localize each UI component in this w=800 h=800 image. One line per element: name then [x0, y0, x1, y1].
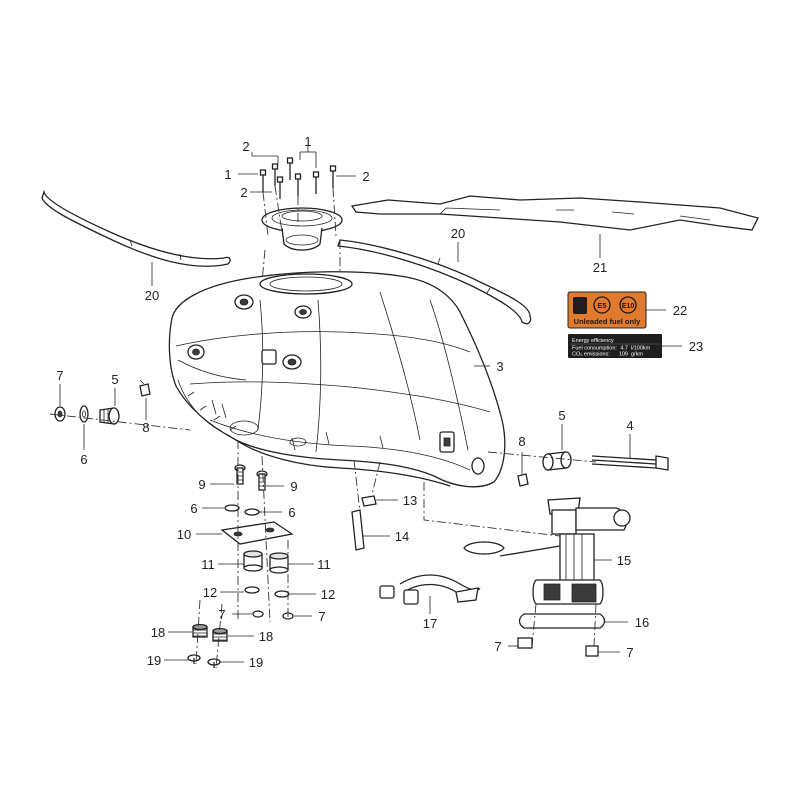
fuel-pump-icon: [573, 297, 587, 314]
callout-6: 6: [190, 501, 197, 516]
callout-3: 3: [496, 359, 503, 374]
fuel-label-sticker: E5 E10 Unleaded fuel only: [567, 291, 647, 329]
callout-11: 11: [317, 557, 331, 572]
fuel-label-caption: Unleaded fuel only: [574, 317, 642, 326]
pump-nuts: [517, 637, 599, 657]
e5-badge: E5: [597, 301, 606, 310]
callout-11: 11: [201, 557, 215, 572]
callout-7: 7: [494, 639, 501, 654]
tank-top-panel: [350, 195, 759, 231]
efficiency-title: Energy efficiency: [572, 338, 614, 344]
callout-13: 13: [403, 493, 417, 508]
lower-bracket-assembly: [187, 440, 294, 669]
fuel-consumption-value: 4.7: [620, 346, 628, 352]
callout-22: 22: [673, 303, 687, 318]
callout-12: 12: [321, 587, 335, 602]
callout-20: 20: [451, 226, 465, 241]
callout-7: 7: [626, 645, 633, 660]
right-mount-parts: [487, 451, 669, 487]
fuel-cap-flange: [261, 207, 343, 251]
leader-lines: [59, 146, 682, 663]
fuel-hose: [379, 574, 481, 605]
callout-8: 8: [518, 434, 525, 449]
callout-numbers: 1 1 2 2 2 3 4 5 5 6 6 6 7 7 7 7 7 8 8 9 …: [56, 134, 703, 670]
fuel-tank: [168, 271, 506, 488]
callout-19: 19: [249, 655, 263, 670]
callout-1: 1: [304, 134, 311, 149]
seal-strip-left: [41, 189, 231, 267]
callout-16: 16: [635, 615, 649, 630]
callout-17: 17: [423, 616, 437, 631]
callout-12: 12: [203, 585, 217, 600]
callout-14: 14: [395, 529, 409, 544]
callout-15: 15: [617, 553, 631, 568]
cap-bolts: [259, 157, 341, 283]
callout-5: 5: [111, 372, 118, 387]
callout-19: 19: [147, 653, 161, 668]
co2-unit: g/km: [631, 352, 643, 358]
fuel-pump-assembly: [423, 482, 631, 605]
callout-9: 9: [290, 479, 297, 494]
callout-9: 9: [198, 477, 205, 492]
callout-2: 2: [242, 139, 249, 154]
callout-10: 10: [177, 527, 191, 542]
callout-20: 20: [145, 288, 159, 303]
callout-7: 7: [318, 609, 325, 624]
callout-18: 18: [151, 625, 165, 640]
e10-badge: E10: [622, 303, 635, 310]
callout-5: 5: [558, 408, 565, 423]
co2-value: 109: [619, 352, 628, 358]
callout-18: 18: [259, 629, 273, 644]
pump-gasket: [518, 603, 606, 647]
callout-1: 1: [224, 167, 231, 182]
efficiency-label: Energy efficiency Fuel consumption: 4.7 …: [568, 334, 662, 358]
callout-23: 23: [689, 339, 703, 354]
hose-clamp-and-tube: [351, 459, 381, 551]
callout-2: 2: [362, 169, 369, 184]
callout-6: 6: [288, 505, 295, 520]
callout-7: 7: [218, 607, 225, 622]
fuel-consumption-label: Fuel consumption:: [572, 346, 617, 352]
callout-21: 21: [593, 260, 607, 275]
fuel-consumption-unit: l/100km: [631, 346, 651, 352]
callout-4: 4: [626, 418, 633, 433]
callout-6: 6: [80, 452, 87, 467]
co2-label: CO₂ emissions:: [572, 352, 610, 358]
callout-7: 7: [56, 368, 63, 383]
callout-8: 8: [142, 420, 149, 435]
callout-2: 2: [240, 185, 247, 200]
seal-strip-right: [337, 239, 532, 325]
left-mount-parts: [49, 379, 191, 431]
